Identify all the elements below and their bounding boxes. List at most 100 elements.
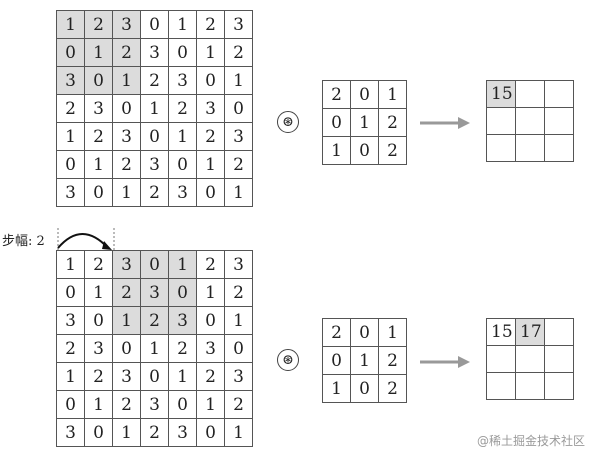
matrix-cell: 3 xyxy=(168,66,197,95)
matrix-cell: 3 xyxy=(224,250,253,279)
matrix-cell: 2 xyxy=(84,10,113,39)
matrix-cell: 3 xyxy=(196,334,225,363)
matrix-cell: 0 xyxy=(168,278,197,307)
matrix-cell: 2 xyxy=(196,362,225,391)
matrix-cell: 0 xyxy=(350,318,379,347)
matrix-cell: 0 xyxy=(196,306,225,335)
matrix-cell: 0 xyxy=(84,178,113,207)
matrix-row xyxy=(486,134,574,162)
matrix-cell: 2 xyxy=(112,38,141,67)
matrix-cell: 1 xyxy=(168,122,197,151)
matrix-cell: 2 xyxy=(168,334,197,363)
matrix-cell: 3 xyxy=(56,178,85,207)
matrix-cell: 1 xyxy=(350,108,379,137)
matrix-cell: 0 xyxy=(350,374,379,403)
matrix-cell: 1 xyxy=(224,178,253,207)
matrix-cell: 0 xyxy=(350,136,379,165)
matrix-cell xyxy=(486,134,516,162)
matrix-cell: 0 xyxy=(168,38,197,67)
matrix-cell: 17 xyxy=(515,318,545,346)
matrix-cell: 2 xyxy=(140,178,169,207)
matrix-cell: 1 xyxy=(168,362,197,391)
matrix-cell: 2 xyxy=(84,250,113,279)
matrix-cell: 15 xyxy=(486,318,516,346)
matrix-cell: 0 xyxy=(140,10,169,39)
matrix-cell: 1 xyxy=(224,306,253,335)
matrix-cell: 0 xyxy=(322,108,351,137)
matrix-cell: 3 xyxy=(56,418,85,447)
matrix-cell: 1 xyxy=(56,10,85,39)
matrix-cell: 3 xyxy=(196,94,225,123)
matrix-cell: 2 xyxy=(112,390,141,419)
matrix-cell: 3 xyxy=(84,94,113,123)
matrix-cell: 1 xyxy=(196,278,225,307)
matrix-cell: 2 xyxy=(378,374,407,403)
matrix-cell: 3 xyxy=(140,390,169,419)
matrix-cell: 2 xyxy=(224,278,253,307)
matrix-cell xyxy=(515,134,545,162)
matrix-cell: 1 xyxy=(168,10,197,39)
matrix-cell: 3 xyxy=(168,306,197,335)
arrow-right-icon xyxy=(420,117,470,129)
matrix-cell: 0 xyxy=(140,362,169,391)
matrix-cell: 1 xyxy=(224,66,253,95)
matrix-cell: 1 xyxy=(224,418,253,447)
matrix-cell: 3 xyxy=(224,122,253,151)
matrix-cell: 2 xyxy=(140,66,169,95)
matrix-cell: 3 xyxy=(140,38,169,67)
matrix-cell: 2 xyxy=(84,122,113,151)
matrix-cell: 1 xyxy=(378,80,407,109)
matrix-cell: 2 xyxy=(84,362,113,391)
matrix-cell: 0 xyxy=(84,306,113,335)
matrix-cell: 1 xyxy=(112,178,141,207)
matrix-cell: 1 xyxy=(140,334,169,363)
matrix-cell: 2 xyxy=(56,334,85,363)
matrix-cell xyxy=(515,107,545,135)
matrix-cell xyxy=(515,372,545,400)
matrix-cell: 3 xyxy=(140,150,169,179)
matrix-cell: 0 xyxy=(112,94,141,123)
matrix-cell: 2 xyxy=(224,150,253,179)
matrix-cell: 2 xyxy=(140,306,169,335)
matrix-cell: 2 xyxy=(140,418,169,447)
matrix-cell: 3 xyxy=(112,362,141,391)
matrix-cell: 0 xyxy=(322,346,351,375)
matrix-cell: 1 xyxy=(84,278,113,307)
matrix-cell xyxy=(486,345,516,373)
matrix-cell: 0 xyxy=(196,418,225,447)
matrix-cell: 1 xyxy=(140,94,169,123)
matrix-cell: 1 xyxy=(84,150,113,179)
matrix-cell: 0 xyxy=(224,94,253,123)
matrix-cell xyxy=(515,345,545,373)
matrix-cell: 1 xyxy=(112,66,141,95)
matrix-cell: 3 xyxy=(168,178,197,207)
arrow-right-icon xyxy=(420,356,470,368)
matrix-cell xyxy=(515,80,545,108)
matrix-cell: 1 xyxy=(322,374,351,403)
matrix-cell: 1 xyxy=(196,150,225,179)
matrix-cell: 2 xyxy=(378,136,407,165)
matrix-cell: 2 xyxy=(56,94,85,123)
matrix-cell: 3 xyxy=(112,10,141,39)
matrix-cell: 3 xyxy=(140,278,169,307)
matrix-cell: 0 xyxy=(84,66,113,95)
matrix-cell xyxy=(544,345,574,373)
matrix-cell: 3 xyxy=(56,306,85,335)
